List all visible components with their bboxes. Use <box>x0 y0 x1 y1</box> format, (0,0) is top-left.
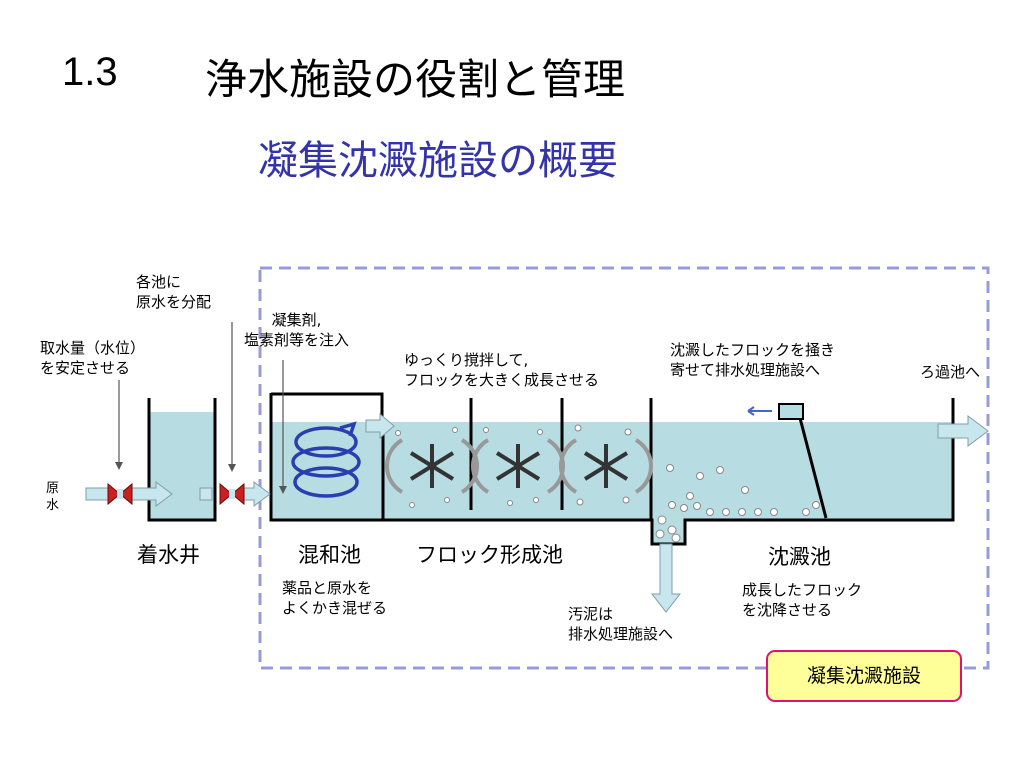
stirrer-icon-3 <box>558 438 654 494</box>
arrow-mixing-to-floc <box>365 412 395 440</box>
receiving-well-walls <box>147 398 217 522</box>
arrow-to-filter <box>937 415 989 447</box>
label-sedimentation-basin: 沈澱池 <box>768 545 831 569</box>
facility-badge: 凝集沈澱施設 <box>766 650 962 702</box>
mixing-basin-frame <box>271 392 384 418</box>
scraper-arm <box>798 417 828 519</box>
scraper-direction-arrow <box>747 406 772 416</box>
label-settle-desc: 成長したフロック を沈降させる <box>742 581 863 619</box>
valve-icon-2 <box>219 482 245 506</box>
label-slow-stir: ゆっくり撹拌して, フロックを大きく成長させる <box>404 351 600 389</box>
page-title: 浄水施設の役割と管理 <box>205 55 626 104</box>
label-receiving-well: 着水井 <box>137 543 200 567</box>
stirrer-icon-2 <box>470 438 566 494</box>
label-mixing-desc: 薬品と原水を よくかき混ぜる <box>282 579 388 617</box>
arrow-to-well <box>131 481 173 507</box>
label-raw-water: 原 水 <box>46 481 60 513</box>
sludge-down-arrow <box>650 543 682 613</box>
label-distribute: 各池に 原水を分配 <box>136 273 212 311</box>
label-mixing-basin: 混和池 <box>298 543 361 567</box>
scraper-carriage <box>778 403 804 420</box>
label-coagulant: 凝集剤, 塩素剤等を注入 <box>244 311 350 349</box>
arrow-to-mixing <box>243 481 271 507</box>
raw-water-arrow <box>85 487 109 501</box>
stirrer-icon-1 <box>384 438 480 494</box>
arrow-well-out <box>199 487 213 501</box>
label-to-filter: ろ過池へ <box>920 363 981 381</box>
facility-frame <box>258 266 990 670</box>
section-number: 1.3 <box>62 50 118 94</box>
floc-particles <box>395 424 820 543</box>
label-scrape: 沈澱したフロックを掻き 寄せて排水処理施設へ <box>670 341 836 379</box>
label-sludge: 汚泥は 排水処理施設へ <box>568 605 674 643</box>
mixing-spiral-icon <box>291 421 361 498</box>
label-intake: 取水量（水位） を安定させる <box>40 339 146 377</box>
label-floc-basin: フロック形成池 <box>416 543 563 567</box>
page-subtitle: 凝集沈澱施設の概要 <box>258 138 618 184</box>
valve-icon-1 <box>107 482 133 506</box>
